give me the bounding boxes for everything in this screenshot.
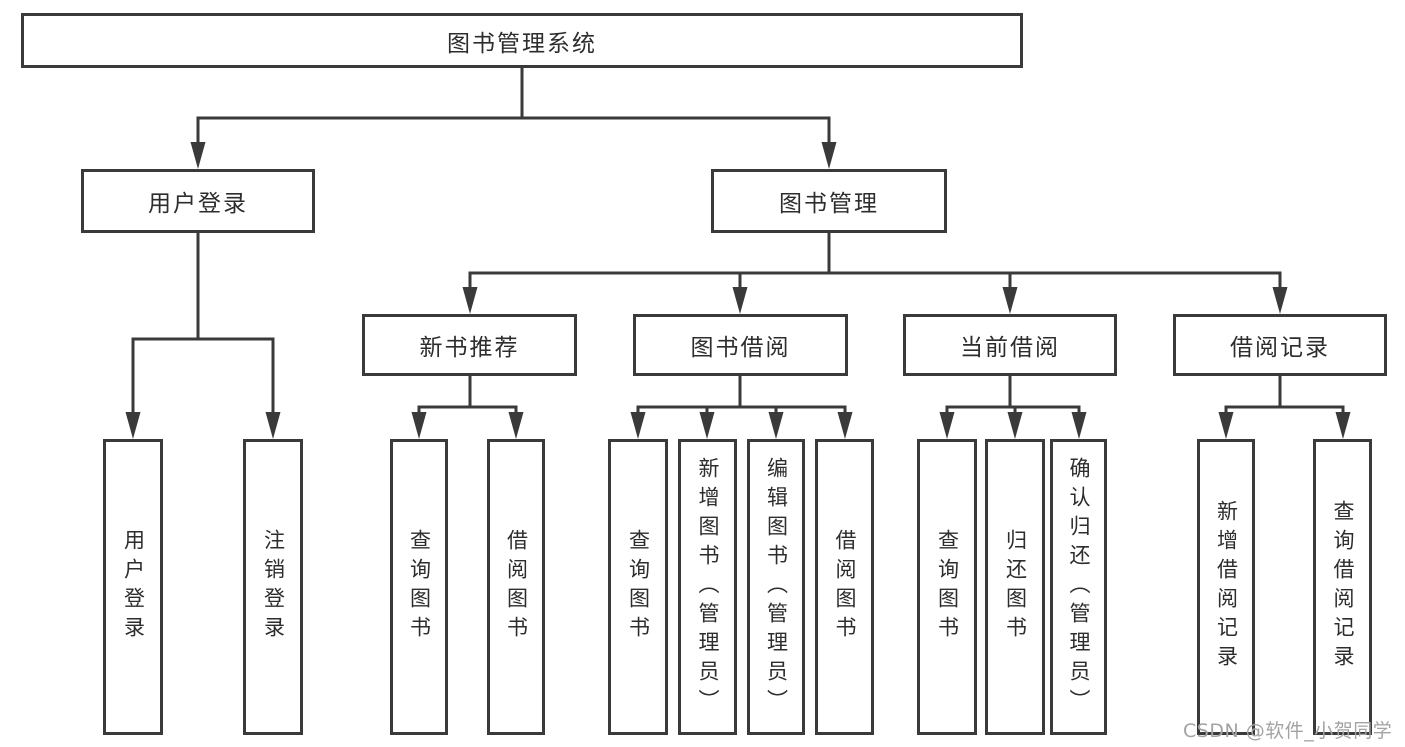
connector-new-book-recommend-to-leaves [417,373,518,422]
node-root-label: 图书管理系统 [447,30,597,57]
leaf-logout-label: 注销登录 [261,529,286,645]
connector-current-borrowing-to-leaves [945,373,1081,422]
csdn-watermark: CSDN @软件_小贺同学 [1183,720,1393,742]
leaf-bb-query-books: 查询图书 [608,439,668,735]
node-user-login: 用户登录 [81,169,315,233]
leaf-bb-query-books-label: 查询图书 [626,529,651,645]
connector-book-management-to-level3 [468,231,1282,295]
connector-borrowing-records-to-leaves [1224,373,1345,422]
leaf-user-login: 用户登录 [103,439,163,735]
leaf-bb-edit-books: 编辑图书（管理员） [747,439,805,735]
leaf-cb-return-books: 归还图书 [985,439,1045,735]
node-book-management: 图书管理 [711,169,947,233]
node-root: 图书管理系统 [21,13,1023,68]
leaf-bb-borrow-books-label: 借阅图书 [833,529,857,645]
node-current-borrowing-label: 当前借阅 [960,335,1060,361]
node-borrowing-records-label: 借阅记录 [1230,335,1330,361]
leaf-cb-query-books: 查询图书 [917,439,977,735]
leaf-nbr-borrow-books: 借阅图书 [487,439,545,735]
node-new-book-recommend: 新书推荐 [362,314,577,376]
leaf-br-query-record-label: 查询借阅记录 [1331,500,1355,674]
leaf-cb-confirm-return: 确认归还（管理员） [1050,439,1107,735]
leaf-cb-return-books-label: 归还图书 [1003,529,1028,645]
node-new-book-recommend-label: 新书推荐 [419,335,520,361]
leaf-cb-confirm-return-label: 确认归还（管理员） [1067,456,1091,718]
connector-book-borrowing-to-leaves [636,373,847,422]
leaf-bb-borrow-books: 借阅图书 [815,439,874,735]
leaf-user-login-label: 用户登录 [121,529,146,645]
node-book-management-label: 图书管理 [779,191,879,217]
leaf-nbr-query-books-label: 查询图书 [407,529,432,645]
leaf-br-add-record-label: 新增借阅记录 [1214,500,1239,674]
connector-user-login-to-leaves [131,231,275,422]
leaf-br-query-record: 查询借阅记录 [1313,439,1372,735]
node-book-borrowing-label: 图书借阅 [690,335,791,361]
leaf-cb-query-books-label: 查询图书 [935,529,960,645]
node-borrowing-records: 借阅记录 [1173,314,1387,376]
node-current-borrowing: 当前借阅 [903,314,1117,376]
leaf-nbr-query-books: 查询图书 [390,439,448,735]
leaf-logout: 注销登录 [243,439,303,735]
leaf-bb-add-books-label: 新增图书（管理员） [696,456,720,718]
connector-root-to-level2 [196,66,831,152]
leaf-bb-edit-books-label: 编辑图书（管理员） [764,456,789,718]
node-book-borrowing: 图书借阅 [633,314,848,376]
leaf-bb-add-books: 新增图书（管理员） [678,439,737,735]
node-user-login-label: 用户登录 [148,191,248,217]
leaf-nbr-borrow-books-label: 借阅图书 [504,529,529,645]
leaf-br-add-record: 新增借阅记录 [1197,439,1255,735]
